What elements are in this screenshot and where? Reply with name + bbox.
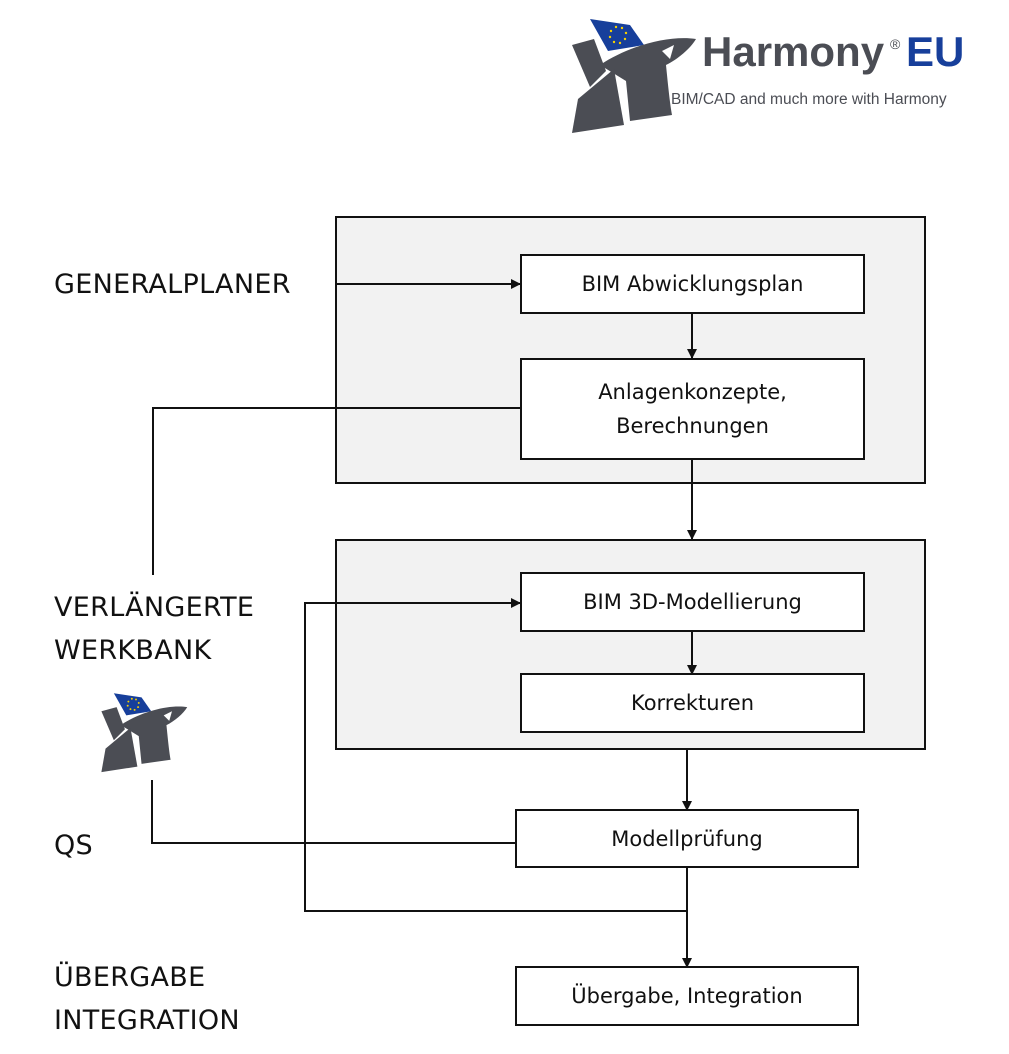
box-label: BIM Abwicklungsplan [581, 272, 804, 296]
lane-label-generalplaner: GENERALPLANER [54, 269, 291, 300]
harmony-logo-icon [572, 19, 696, 133]
brand-suffix: EU [906, 28, 965, 75]
brand-name: Harmony [702, 28, 885, 75]
brand-tagline: BIM/CAD and much more with Harmony [671, 91, 947, 108]
box-label: Korrekturen [630, 691, 755, 715]
registered-mark: ® [890, 36, 901, 52]
line-anlagen-to-werkbank [152, 407, 520, 575]
lane-label-qs: QS [54, 830, 93, 861]
box-label: Anlagenkonzepte, Berechnungen [598, 380, 787, 438]
box-label: BIM 3D-Modellierung [583, 590, 802, 614]
box-uebergabe-integration: Übergabe, Integration [515, 966, 859, 1026]
box-bim-abwicklungsplan: BIM Abwicklungsplan [520, 254, 865, 314]
box-modellpruefung: Modellprüfung [515, 809, 859, 868]
lane-label-uebergabe-integration: ÜBERGABE INTEGRATION [54, 962, 240, 1036]
box-anlagenkonzepte: Anlagenkonzepte, Berechnungen [520, 358, 865, 460]
lane-label-verlaengerte-werkbank: VERLÄNGERTE WERKBANK [54, 592, 255, 666]
box-bim-3d-modellierung: BIM 3D-Modellierung [520, 572, 865, 632]
harmony-small-logo-icon [101, 693, 188, 773]
arrow-feedback-to-modellierung [304, 598, 687, 912]
line-modellpruefung-to-qs [151, 780, 516, 844]
box-korrekturen: Korrekturen [520, 673, 865, 733]
box-label: Übergabe, Integration [571, 984, 803, 1008]
box-label: Modellprüfung [611, 826, 763, 851]
